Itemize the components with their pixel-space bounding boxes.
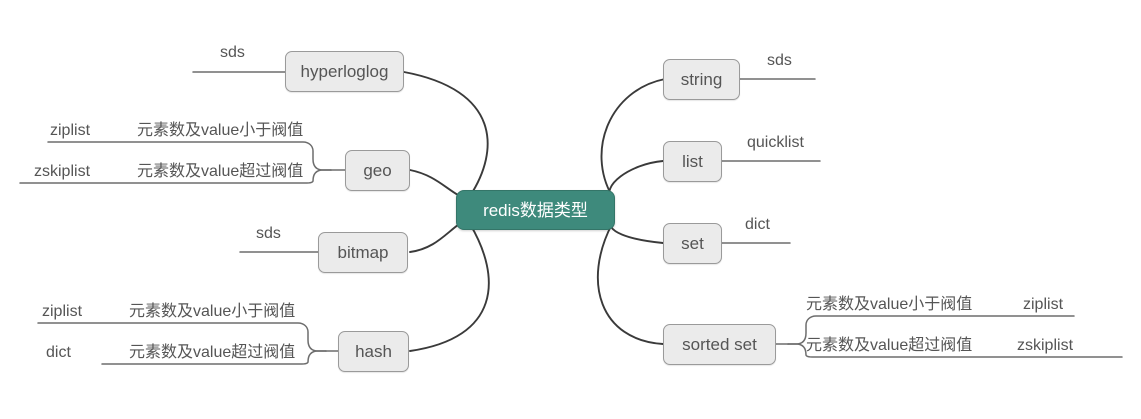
node-string-label: string (680, 70, 723, 89)
node-list-label: list (682, 152, 703, 171)
leaf-hash-ziplist[interactable]: ziplist (42, 303, 83, 320)
node-set-label: set (681, 234, 704, 253)
leaf-sortedset-ziplist-condition[interactable]: 元素数及value小于阀值 (806, 296, 973, 313)
leaf-geo-zskiplist[interactable]: zskiplist (34, 163, 91, 180)
connector-root-list (608, 160, 664, 201)
leaf-hyperloglog-sds[interactable]: sds (220, 44, 245, 61)
leaf-geo-ziplist-condition[interactable]: 元素数及value小于阀值 (137, 122, 304, 139)
node-bitmap[interactable]: bitmap (318, 232, 408, 273)
leaf-sortedset-zskiplist-condition[interactable]: 元素数及value超过阀值 (806, 337, 973, 354)
node-list[interactable]: list (663, 141, 722, 182)
node-string[interactable]: string (663, 59, 740, 100)
node-sorted-set-label: sorted set (682, 335, 757, 354)
leaf-string-sds[interactable]: sds (767, 52, 792, 69)
node-hash[interactable]: hash (338, 331, 409, 372)
root-node-label: redis数据类型 (483, 200, 588, 220)
leaf-geo-ziplist[interactable]: ziplist (50, 122, 91, 139)
leaf-set-dict[interactable]: dict (745, 216, 770, 233)
leaf-geo-zskiplist-condition[interactable]: 元素数及value超过阀值 (137, 163, 304, 180)
leaf-bitmap-sds[interactable]: sds (256, 225, 281, 242)
connector-root-hyperloglog (403, 71, 489, 197)
node-geo[interactable]: geo (345, 150, 410, 191)
connector-root-string (600, 78, 666, 197)
leaf-sortedset-ziplist[interactable]: ziplist (1023, 296, 1064, 313)
node-set[interactable]: set (663, 223, 722, 264)
leaf-sortedset-zskiplist[interactable]: zskiplist (1017, 337, 1074, 354)
leaf-hash-dict-condition[interactable]: 元素数及value超过阀值 (129, 344, 296, 361)
node-hyperloglog-label: hyperloglog (300, 62, 389, 81)
leaf-hash-ziplist-condition[interactable]: 元素数及value小于阀值 (129, 303, 296, 320)
node-hyperloglog[interactable]: hyperloglog (285, 51, 404, 92)
leaf-hash-dict[interactable]: dict (46, 344, 71, 361)
root-node[interactable]: redis数据类型 (456, 190, 615, 230)
node-sorted-set[interactable]: sorted set (663, 324, 776, 365)
connector-root-set (609, 217, 664, 244)
node-geo-label: geo (363, 161, 392, 180)
leaf-list-quicklist[interactable]: quicklist (747, 134, 804, 151)
node-bitmap-label: bitmap (337, 243, 389, 262)
connector-root-sortedset (597, 223, 664, 345)
node-hash-label: hash (355, 342, 392, 361)
connector-root-hash (409, 223, 490, 352)
